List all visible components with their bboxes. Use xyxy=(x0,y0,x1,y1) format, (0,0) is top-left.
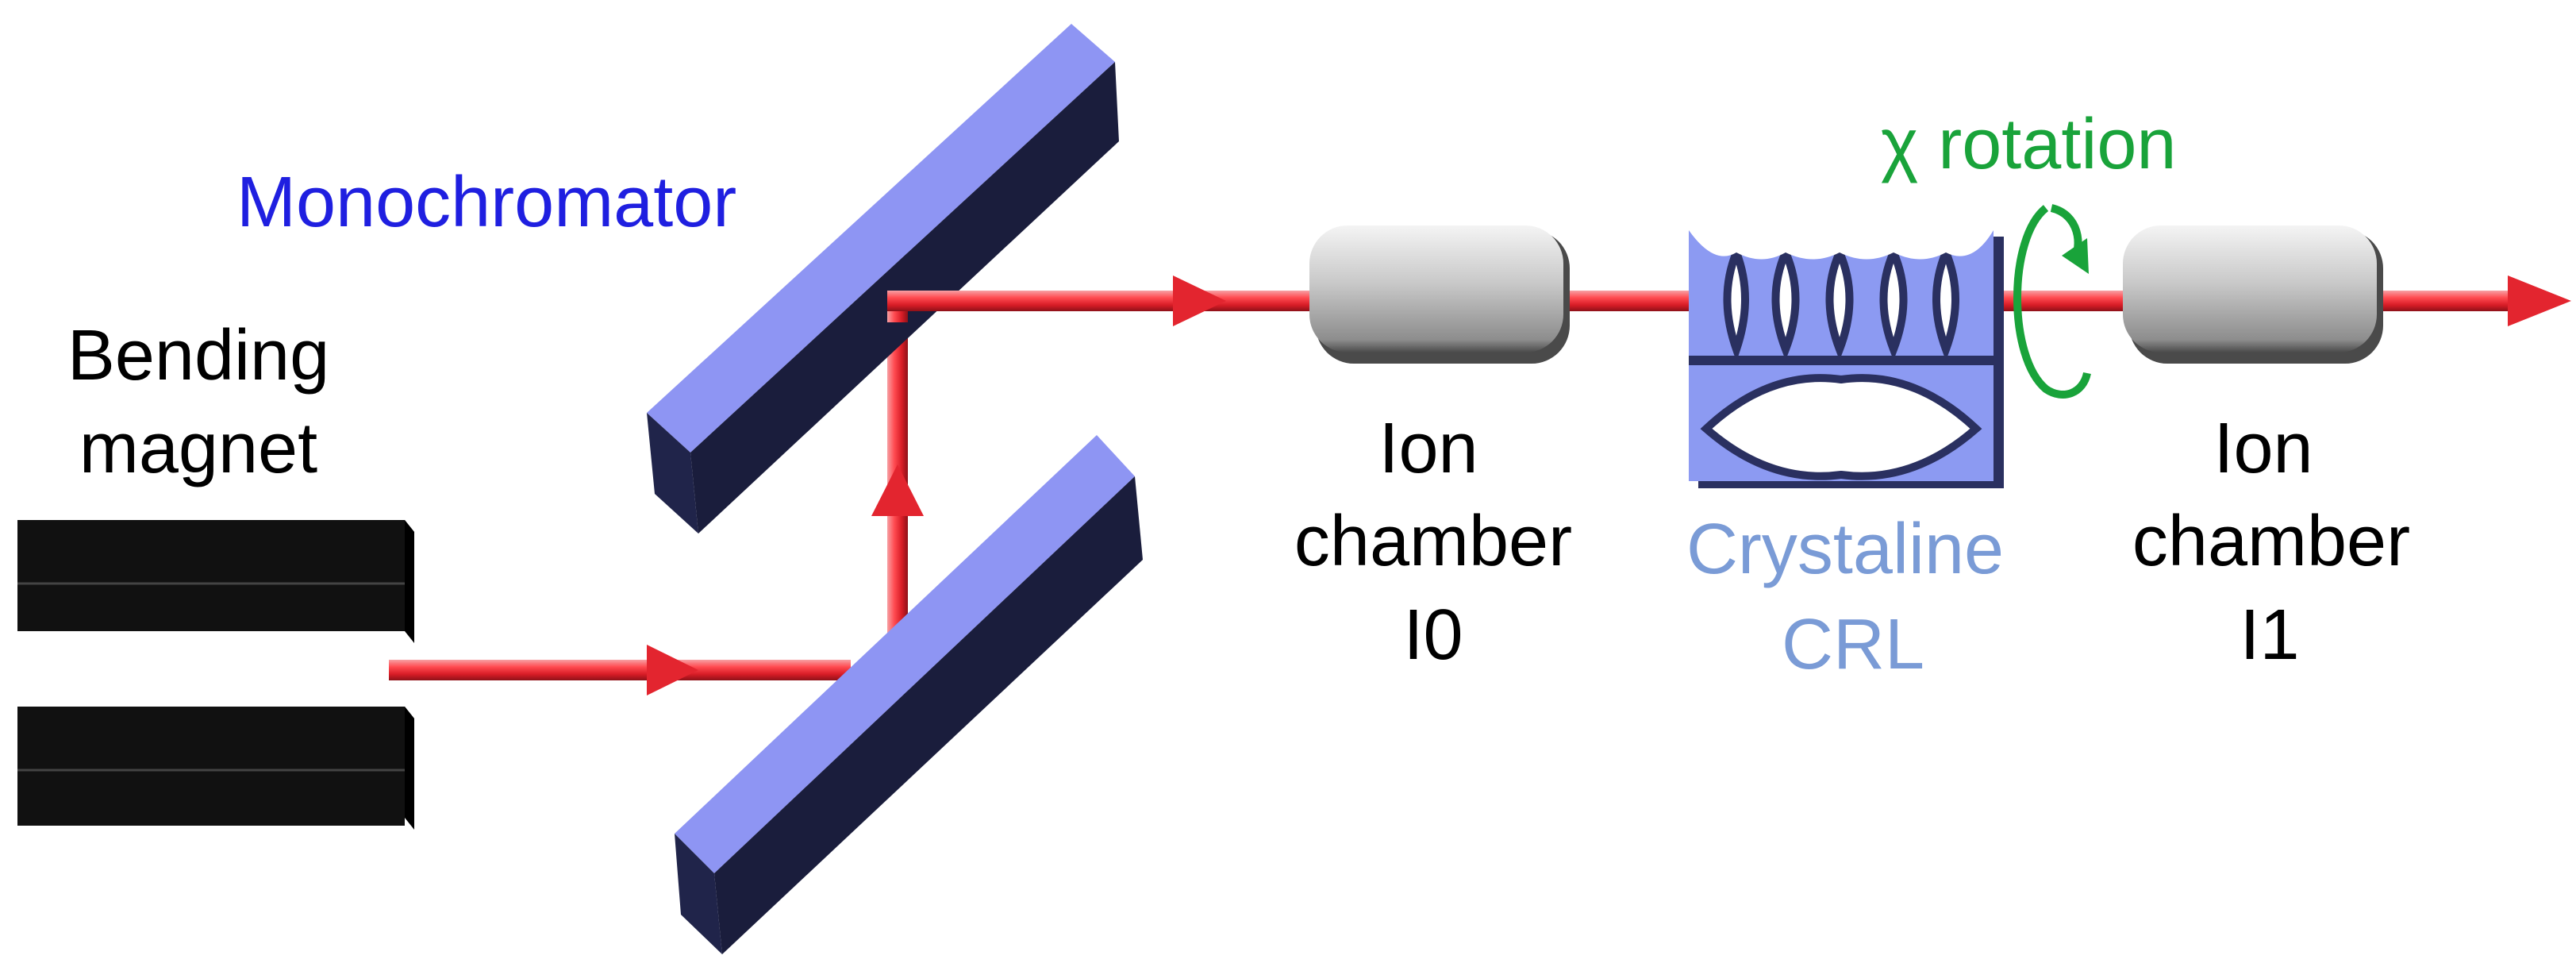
bending-magnet xyxy=(17,520,414,830)
ion-chamber-i1 xyxy=(2123,225,2383,364)
ion-chamber-i0-label-line1: Ion xyxy=(1378,409,1478,488)
beam-arrow-icon xyxy=(871,464,924,516)
crl-label: Crystaline CRL xyxy=(1686,510,2004,684)
bending-magnet-label-line2: magnet xyxy=(79,409,317,488)
ion-chamber-i0-label-line2: chamber xyxy=(1294,502,1572,581)
rotation-arrow-icon xyxy=(2013,204,2091,399)
crystaline-crl xyxy=(1689,230,2004,488)
ion-chamber-i1-label-line1: Ion xyxy=(2213,409,2313,488)
crl-label-line1: Crystaline xyxy=(1686,510,2004,589)
monochromator xyxy=(647,24,1143,954)
magnet-block-lower xyxy=(17,707,414,830)
monochromator-label: Monochromator xyxy=(236,163,736,242)
beam-arrow-icon xyxy=(1173,275,1226,326)
rotation-label: χ rotation xyxy=(1881,105,2176,184)
beam-arrow-icon xyxy=(647,645,698,695)
ion-chamber-i0-label-line3: I0 xyxy=(1403,595,1463,675)
ion-chamber-i1-label: Ion chamber I1 xyxy=(2132,409,2410,675)
beam-vertical xyxy=(871,302,924,635)
ion-chamber-i1-label-line2: chamber xyxy=(2132,502,2410,581)
beam-arrow-icon xyxy=(2508,275,2571,326)
bending-magnet-label-line1: Bending xyxy=(67,316,329,395)
ion-chamber-i1-label-line3: I1 xyxy=(2240,595,2299,675)
ion-chamber-i0 xyxy=(1309,225,1570,364)
beam-incoming xyxy=(389,645,851,695)
bending-magnet-label: Bending magnet xyxy=(67,316,329,488)
ion-chamber-i0-label: Ion chamber I0 xyxy=(1294,409,1572,675)
crl-label-line2: CRL xyxy=(1782,605,1924,684)
magnet-block-upper xyxy=(17,520,414,643)
monochromator-crystal-lower xyxy=(675,435,1143,954)
monochromator-crystal-upper xyxy=(647,24,1119,534)
